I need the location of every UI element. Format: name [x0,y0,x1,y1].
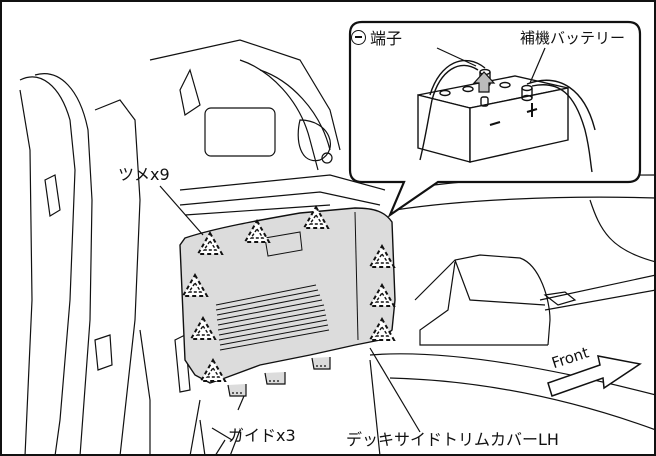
battery-illustration [417,59,596,173]
cover-label: デッキサイドトリムカバーLH [346,430,559,449]
vent-slats [215,284,330,351]
vehicle-interior [19,39,656,456]
aux-battery-label: 補機バッテリー [520,29,626,47]
minus-circle-icon [351,30,366,45]
terminal-label: 端子 [370,29,403,48]
disconnect-arrow-icon [472,71,496,93]
leader-lines [159,185,421,441]
guides-label: ガイドx3 [228,426,296,445]
claws-label: ツメx9 [118,165,170,184]
callout-leaders [436,47,546,84]
front-arrow-icon [547,355,642,397]
guide-tabs [227,357,331,397]
deck-side-trim-cover [179,207,396,397]
